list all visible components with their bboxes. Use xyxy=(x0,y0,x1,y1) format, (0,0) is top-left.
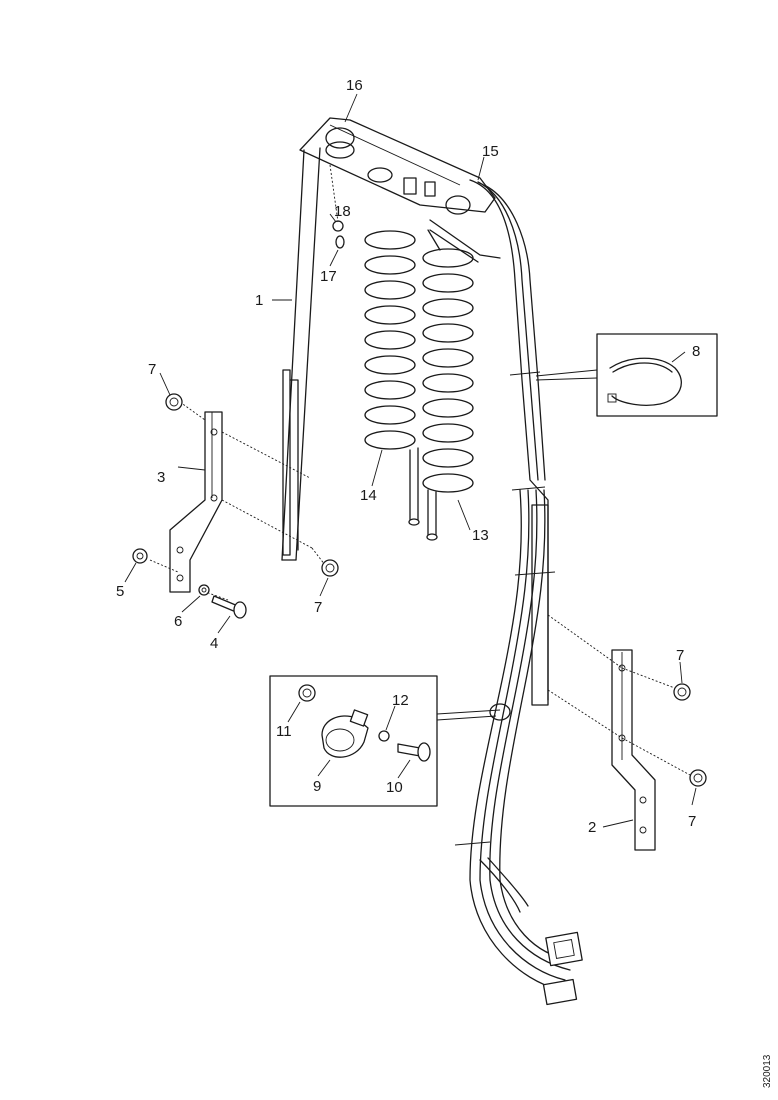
document-id: 320013 xyxy=(762,1054,773,1088)
bolt-part-4 xyxy=(211,595,247,619)
washer-part-6 xyxy=(198,584,210,596)
callout-17: 17 xyxy=(320,268,337,285)
callout-13: 13 xyxy=(472,527,489,544)
nut-part-7-upper-left xyxy=(165,393,183,411)
washer-part-18 xyxy=(332,220,344,232)
nut-part-7-lower-right xyxy=(689,769,707,787)
callout-8: 8 xyxy=(692,343,700,360)
detail-box-cable-tie xyxy=(535,333,718,417)
nut-part-7-lower-left xyxy=(321,559,339,577)
cable-bundle xyxy=(454,179,583,1006)
callout-14: 14 xyxy=(360,487,377,504)
callout-1: 1 xyxy=(255,292,263,309)
detail-box-clamp xyxy=(269,675,501,807)
callout-7-upper-left: 7 xyxy=(148,361,156,378)
callout-7-upper-right: 7 xyxy=(676,647,684,664)
leader-lines xyxy=(124,93,697,828)
callout-3: 3 xyxy=(157,469,165,486)
callout-6: 6 xyxy=(174,613,182,630)
callout-15: 15 xyxy=(482,143,499,160)
callout-5: 5 xyxy=(116,583,124,600)
coil-cable-part-13 xyxy=(422,229,474,541)
assembly-lines xyxy=(149,401,691,776)
callout-labels: 1 2 3 4 5 6 7 7 7 7 8 9 10 11 12 13 14 1… xyxy=(116,77,700,836)
callout-11: 11 xyxy=(276,723,292,740)
callout-4: 4 xyxy=(210,635,218,652)
callout-7-lower-left: 7 xyxy=(314,599,322,616)
callout-12: 12 xyxy=(392,692,409,709)
coil-cable-part-14 xyxy=(364,230,420,526)
nut-part-5 xyxy=(132,548,148,564)
frame-tube-part-1 xyxy=(281,117,501,561)
callout-2: 2 xyxy=(588,819,596,836)
callout-16: 16 xyxy=(346,77,363,94)
bracket-part-3 xyxy=(169,411,223,593)
bracket-part-2 xyxy=(611,649,656,851)
callout-9: 9 xyxy=(313,778,321,795)
nut-part-7-upper-right xyxy=(673,683,691,701)
callout-10: 10 xyxy=(386,779,403,796)
screw-part-17 xyxy=(335,235,345,249)
callout-7-lower-right: 7 xyxy=(688,813,696,830)
callout-18: 18 xyxy=(334,203,351,220)
